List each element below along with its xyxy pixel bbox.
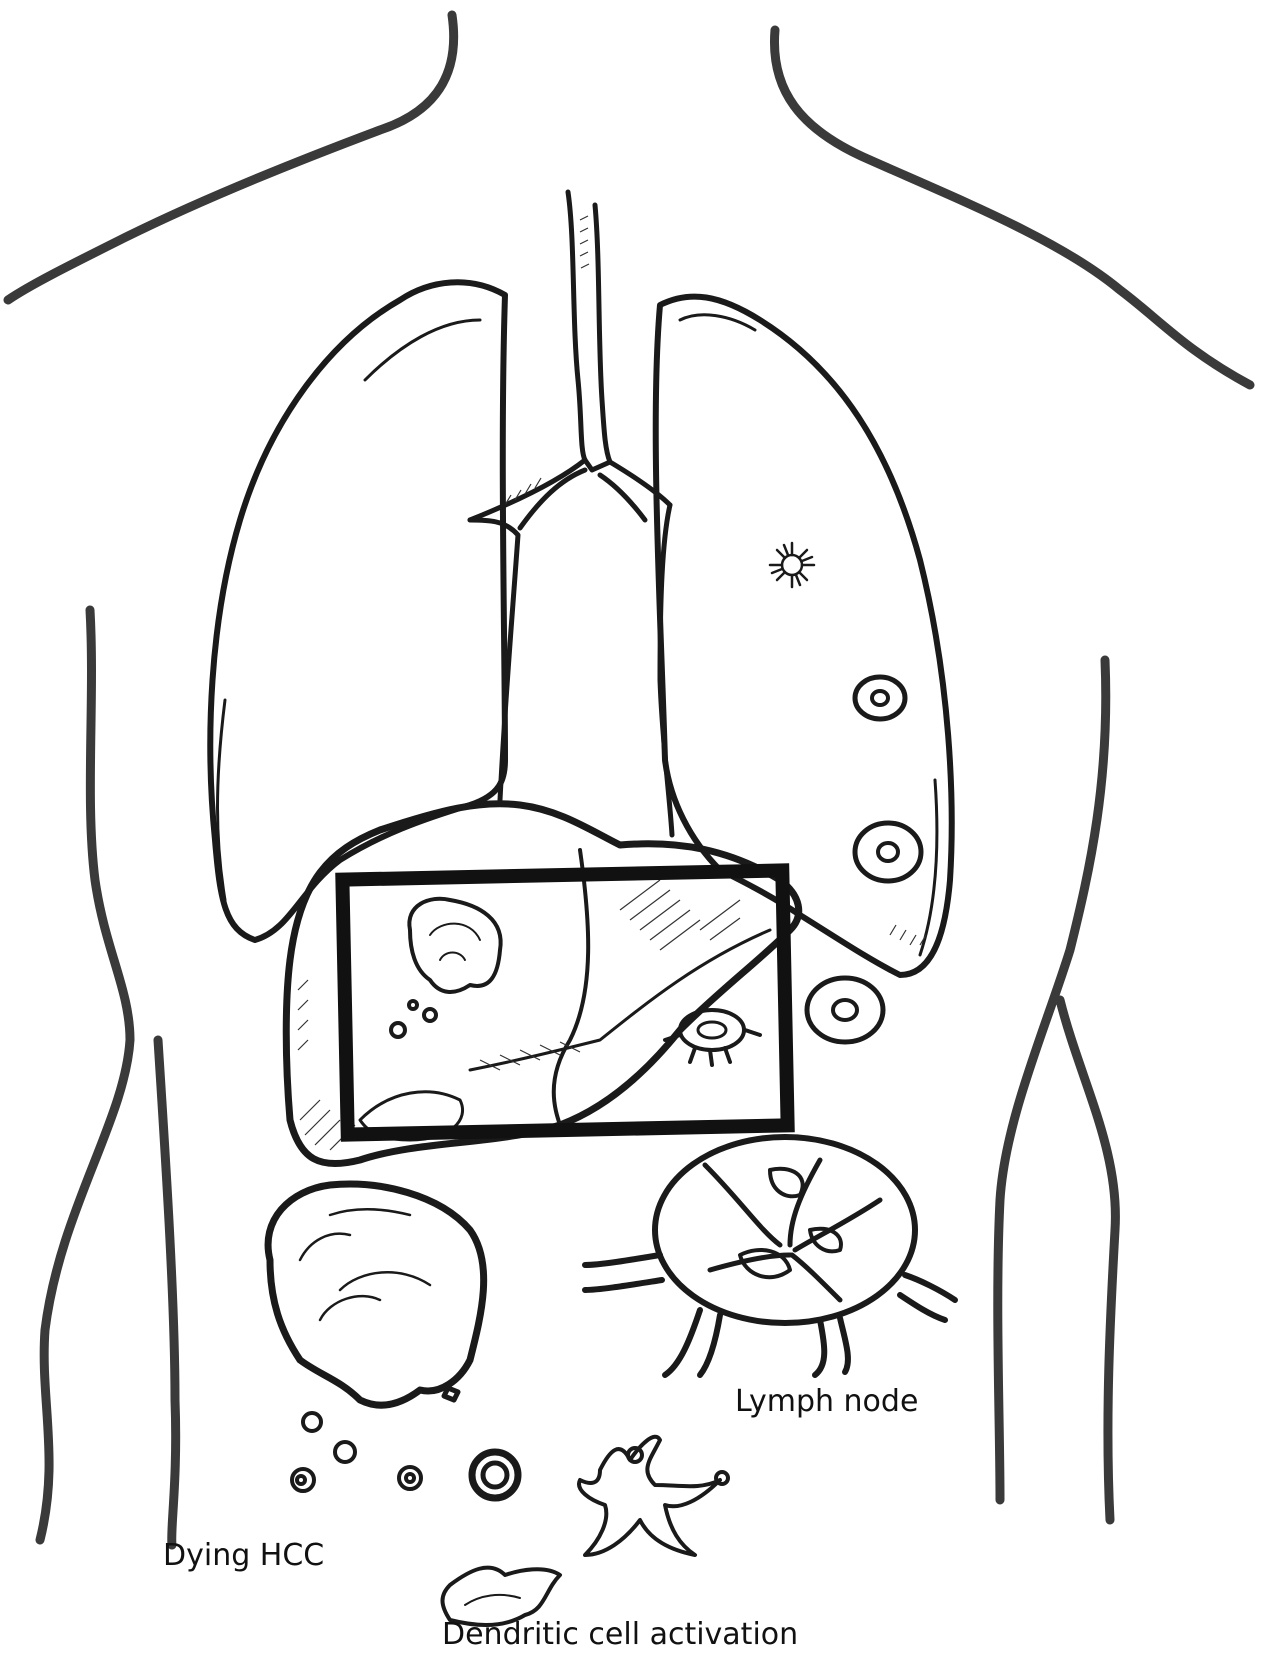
spiky-lesion-icon — [770, 543, 814, 587]
cell-fragments-icon — [292, 1413, 421, 1491]
dying-hcc-label: Dying HCC — [163, 1538, 324, 1573]
lung-shading — [890, 925, 926, 945]
liver — [286, 804, 798, 1164]
dendritic-cell-activation-label: Dendritic cell activation — [442, 1617, 798, 1652]
dying-hcc-cell-large-icon — [268, 1184, 484, 1405]
lymph-node-large-icon — [585, 1137, 955, 1375]
dendritic-cell-round-icon — [472, 1452, 518, 1498]
dendritic-cell-activated-icon — [579, 1437, 728, 1555]
lymph-node-small-icon — [665, 1010, 760, 1065]
liver-shading — [298, 880, 740, 1150]
torso-outline — [8, 15, 1250, 1545]
dying-hcc-cell-small-icon — [391, 899, 501, 1037]
tumor-cell-icon — [807, 677, 921, 1042]
lymph-node-label: Lymph node — [735, 1384, 918, 1419]
lung-lesions — [770, 543, 921, 1042]
